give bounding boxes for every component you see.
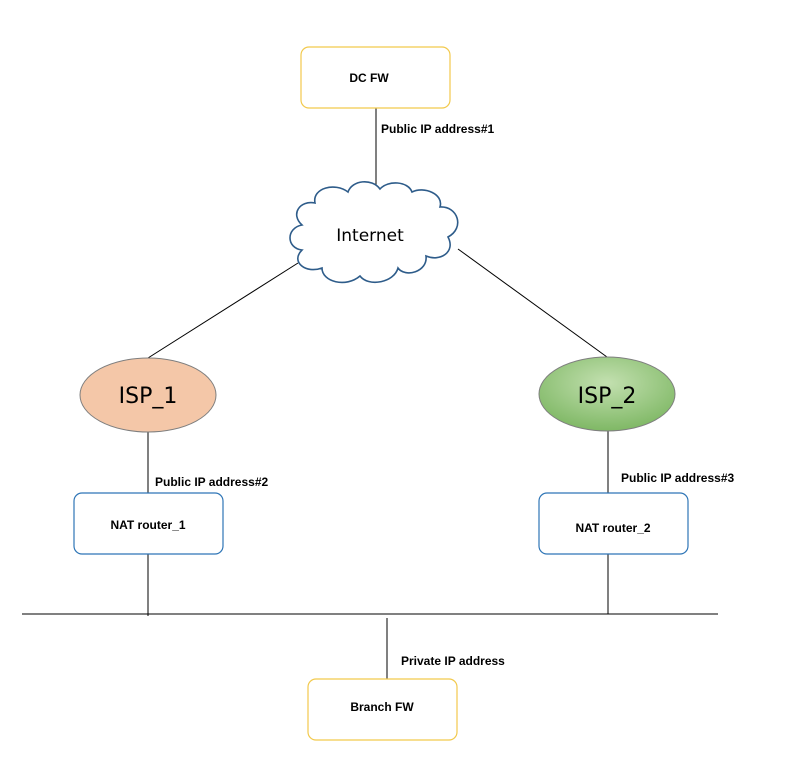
branch-fw-box <box>307 678 458 741</box>
public-ip-3-label: Public IP address#3 <box>621 471 734 485</box>
link-internet-isp2 <box>457 248 608 358</box>
nat-router-2-box <box>538 492 689 555</box>
nat-router-1-box <box>73 492 224 555</box>
dc-fw-label: DC FW <box>349 71 389 85</box>
internet-label: Internet <box>336 226 404 246</box>
public-ip-2-label: Public IP address#2 <box>155 475 268 489</box>
internet-cloud-node[interactable]: Internet <box>289 181 459 284</box>
isp-2-label: ISP_2 <box>578 384 637 409</box>
branch-fw-label: Branch FW <box>350 700 414 714</box>
dc-fw-node[interactable]: DC FW <box>300 46 451 109</box>
isp-1-label: ISP_1 <box>119 384 178 409</box>
isp-1-ellipse <box>79 357 217 433</box>
nat-router-2-node[interactable]: NAT router_2 <box>538 492 689 555</box>
isp-2-ellipse <box>538 356 676 432</box>
branch-fw-node[interactable]: Branch FW <box>307 678 458 741</box>
cloud-icon <box>289 181 459 284</box>
link-internet-isp1 <box>147 262 299 359</box>
private-ip-label: Private IP address <box>401 654 505 668</box>
public-ip-1-label: Public IP address#1 <box>381 122 494 136</box>
isp-1-node[interactable]: ISP_1 <box>79 357 217 433</box>
isp-2-node[interactable]: ISP_2 <box>538 356 676 432</box>
nat-router-2-label: NAT router_2 <box>575 521 650 535</box>
dc-fw-box <box>300 46 451 109</box>
nat-router-1-node[interactable]: NAT router_1 <box>73 492 224 555</box>
nat-router-1-label: NAT router_1 <box>110 518 185 532</box>
